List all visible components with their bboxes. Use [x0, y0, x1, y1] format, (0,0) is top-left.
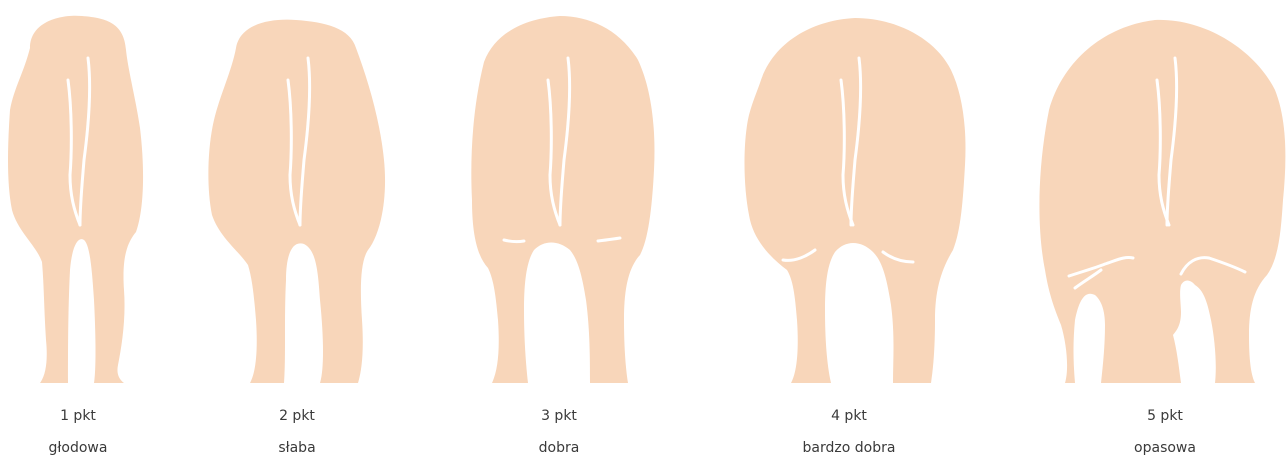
score-label-1: 1 pkt: [28, 408, 128, 424]
score-label-4: 4 pkt: [799, 408, 899, 424]
condition-name-3: dobra: [499, 440, 619, 456]
score-label-2: 2 pkt: [247, 408, 347, 424]
cow-rear-view-2: [200, 0, 390, 400]
cow-rear-view-4: [735, 0, 975, 400]
condition-name-4: bardzo dobra: [774, 440, 924, 456]
condition-name-1: głodowa: [18, 440, 138, 456]
cow-rear-view-5: [1035, 0, 1287, 400]
condition-name-2: słaba: [237, 440, 357, 456]
cow-rear-view-3: [460, 0, 660, 400]
score-label-5: 5 pkt: [1115, 408, 1215, 424]
condition-name-5: opasowa: [1105, 440, 1225, 456]
score-label-3: 3 pkt: [509, 408, 609, 424]
cow-rear-view-1: [0, 0, 150, 400]
